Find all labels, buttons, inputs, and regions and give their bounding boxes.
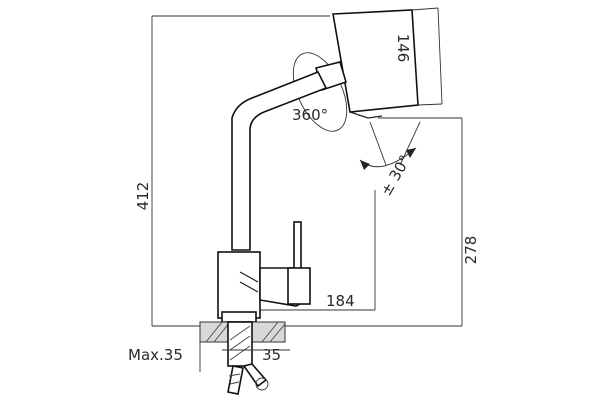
dim-412-label: 412: [134, 182, 152, 211]
spout-arm: [231, 70, 328, 251]
dim-184-label: 184: [326, 292, 355, 310]
supply-hoses: [227, 363, 269, 395]
dim-35-label: 35: [262, 346, 281, 364]
dim-360-label: 360°: [292, 106, 328, 124]
dim-tilt-label: ± 30°: [377, 152, 415, 199]
tilt-indicator: [359, 121, 421, 170]
spout-head: [332, 7, 443, 119]
faucet-body: [217, 221, 311, 323]
dimension-frame: [151, 15, 463, 327]
dim-278-label: 278: [462, 236, 480, 265]
dim-max35-label: Max.35: [128, 346, 183, 364]
dim-146-label: 146: [394, 34, 412, 63]
deck-section: [199, 321, 290, 372]
